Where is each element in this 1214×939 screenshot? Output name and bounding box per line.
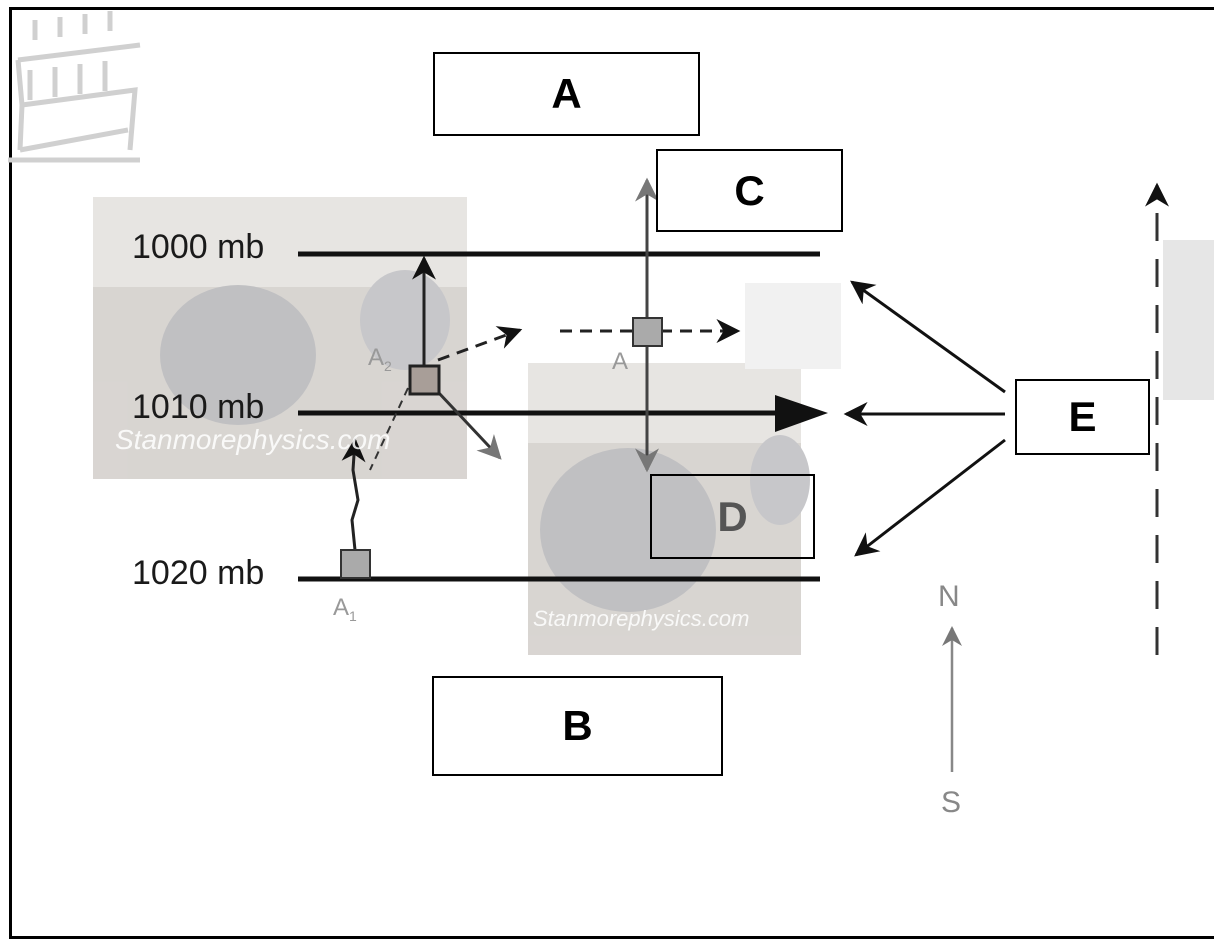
- answer-box-c[interactable]: C: [656, 149, 843, 232]
- e-arrow-down: [854, 438, 1006, 557]
- watermark-right: Stanmorephysics.com: [533, 606, 750, 631]
- answer-box-a[interactable]: A: [433, 52, 700, 136]
- pressure-label-1020: 1020 mb: [132, 554, 265, 592]
- parcel-a1: [340, 549, 371, 579]
- geostrophic-dashed-arrow: [437, 326, 523, 362]
- parcel-label-a3: A: [612, 348, 629, 375]
- parcel-a2: [408, 364, 441, 396]
- isobar-1010-arrowhead: [775, 395, 828, 432]
- dashed-path: [369, 387, 409, 471]
- answer-box-b[interactable]: B: [432, 676, 723, 776]
- pressure-gradient-arrow: [436, 390, 502, 460]
- pressure-label-1010: 1010 mb: [132, 388, 265, 426]
- ascent-arrow-a1: [341, 437, 366, 551]
- parcel-a3: [632, 317, 663, 347]
- parcel-label-a1: A1: [333, 594, 357, 624]
- tower-logo-icon: [8, 11, 141, 163]
- e-arrow-up: [850, 280, 1006, 394]
- parcel-label-a2: A2: [368, 344, 392, 374]
- answer-box-e[interactable]: E: [1015, 379, 1150, 455]
- faded-patch-right: [1163, 240, 1214, 400]
- background-photo-left: [93, 197, 467, 479]
- faded-patch: [745, 283, 841, 369]
- compass-south: S: [941, 786, 962, 819]
- answer-box-d[interactable]: D: [650, 474, 815, 559]
- compass-north: N: [938, 580, 960, 613]
- watermark-left: Stanmorephysics.com: [115, 424, 391, 455]
- pressure-label-1000: 1000 mb: [132, 228, 265, 266]
